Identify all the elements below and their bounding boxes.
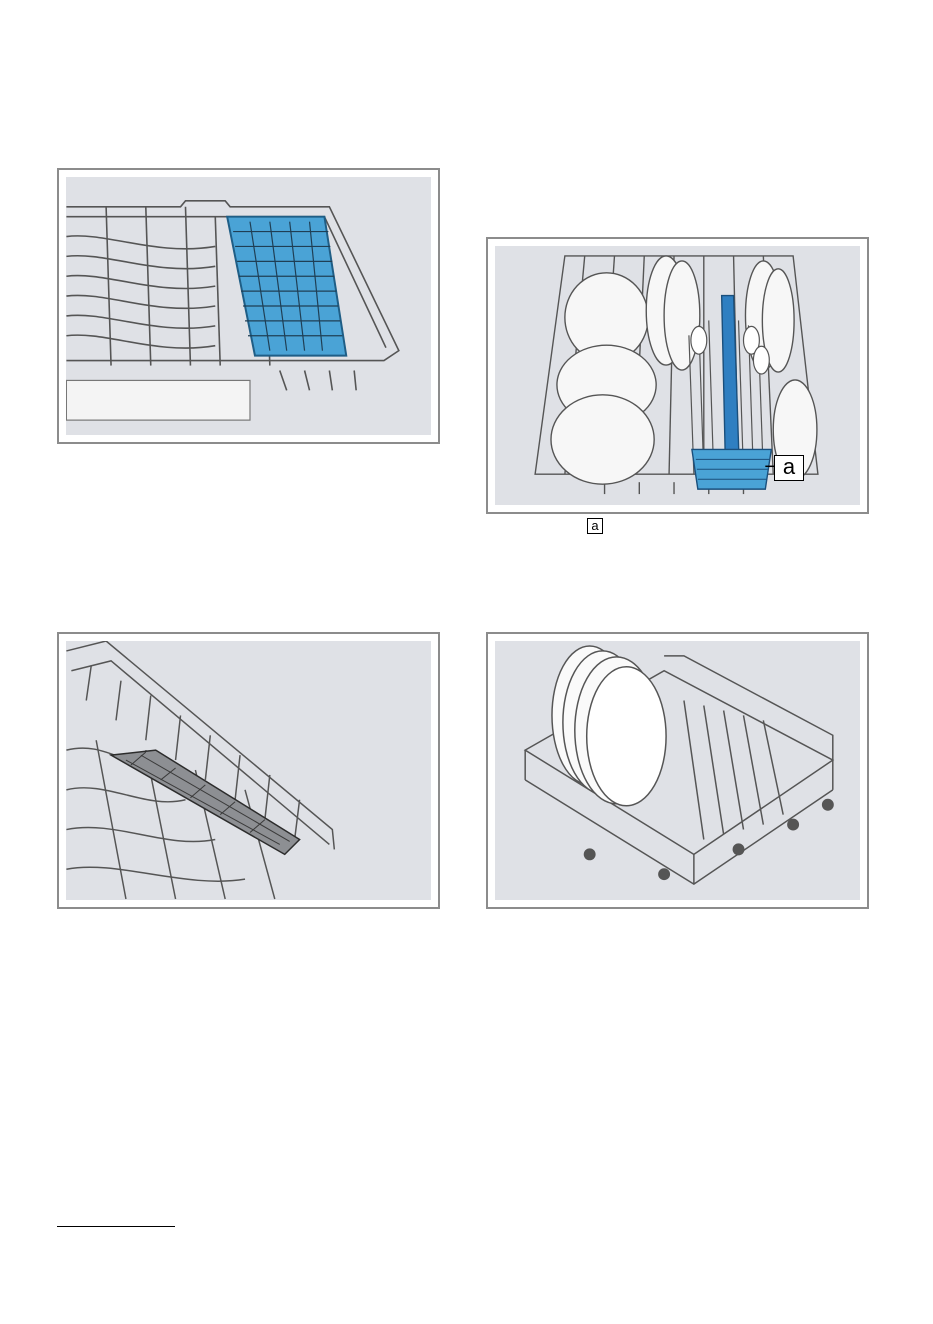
cutlery-tray-illustration-icon bbox=[66, 177, 431, 435]
lower-rack-illustration bbox=[495, 641, 860, 900]
folding-shelf-illustration bbox=[66, 641, 431, 900]
lower-rack-illustration-icon bbox=[495, 641, 860, 900]
figure-lower-rack bbox=[486, 632, 869, 909]
folding-shelf-illustration-icon bbox=[66, 641, 431, 900]
loaded-rack-illustration: a bbox=[495, 246, 860, 505]
figure-loaded-rack: a bbox=[486, 237, 869, 514]
callout-reference-a: a bbox=[587, 518, 603, 534]
footnote-rule bbox=[57, 1226, 175, 1227]
callout-label-a: a bbox=[774, 455, 804, 481]
loaded-rack-illustration-icon bbox=[495, 246, 860, 505]
cutlery-tray-illustration bbox=[66, 177, 431, 435]
figure-cutlery-tray bbox=[57, 168, 440, 444]
figure-folding-shelf bbox=[57, 632, 440, 909]
